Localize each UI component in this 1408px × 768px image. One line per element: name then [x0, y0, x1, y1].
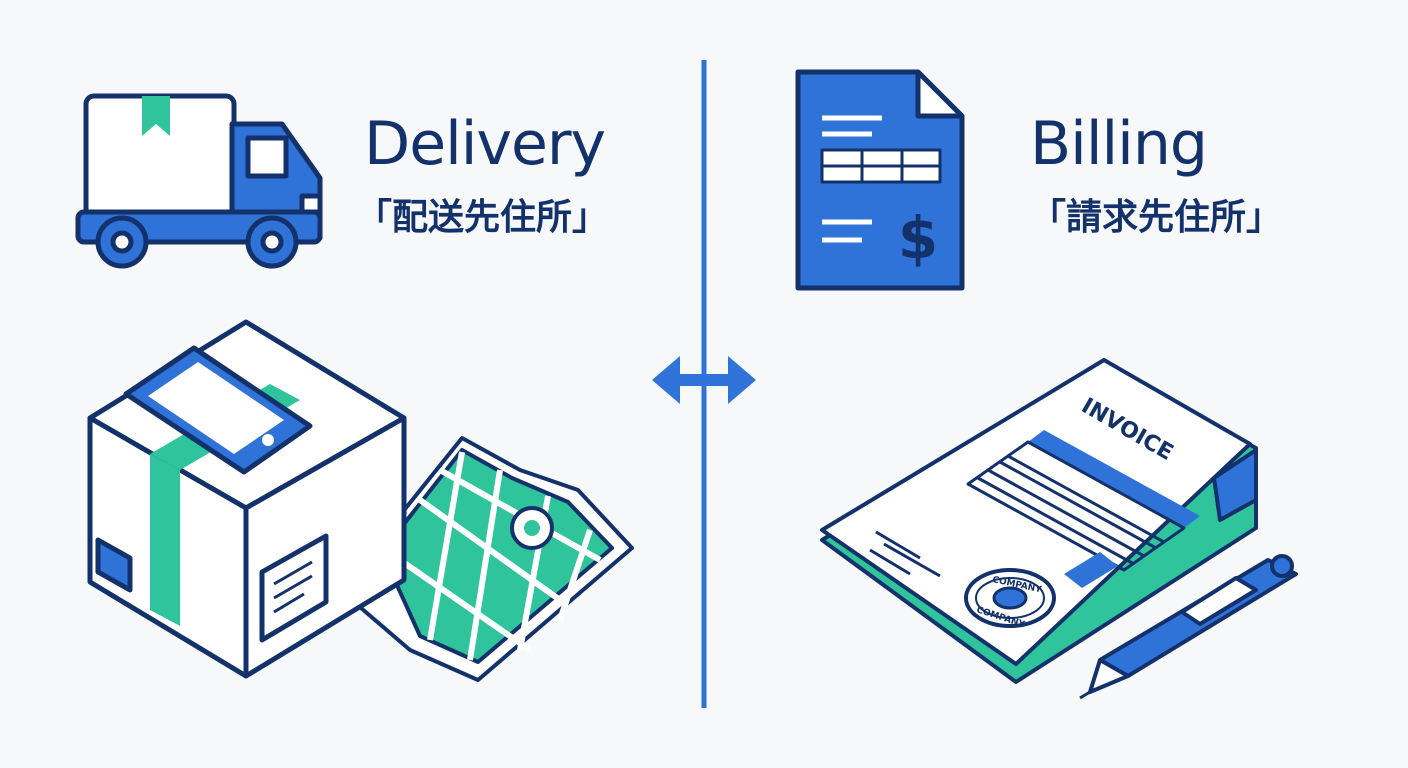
delivery-truck-icon	[75, 93, 323, 269]
billing-document-icon: $	[795, 69, 965, 291]
map-pin-icon	[510, 506, 554, 550]
billing-subtitle: 「請求先住所」	[1030, 197, 1283, 238]
invoice-icon: INVOICE	[820, 358, 1258, 684]
delivery-title: Delivery	[364, 109, 606, 179]
svg-text:$: $	[898, 204, 938, 272]
package-box-icon	[87, 319, 407, 679]
pen-icon	[1079, 554, 1298, 700]
swap-arrows-icon	[652, 356, 756, 404]
delivery-subtitle: 「配送先住所」	[356, 197, 609, 238]
map-icon	[338, 436, 634, 682]
billing-title: Billing	[1030, 109, 1208, 179]
company-stamp-icon: COMPANY COMPANY	[964, 568, 1056, 630]
smartphone-icon	[123, 345, 313, 475]
